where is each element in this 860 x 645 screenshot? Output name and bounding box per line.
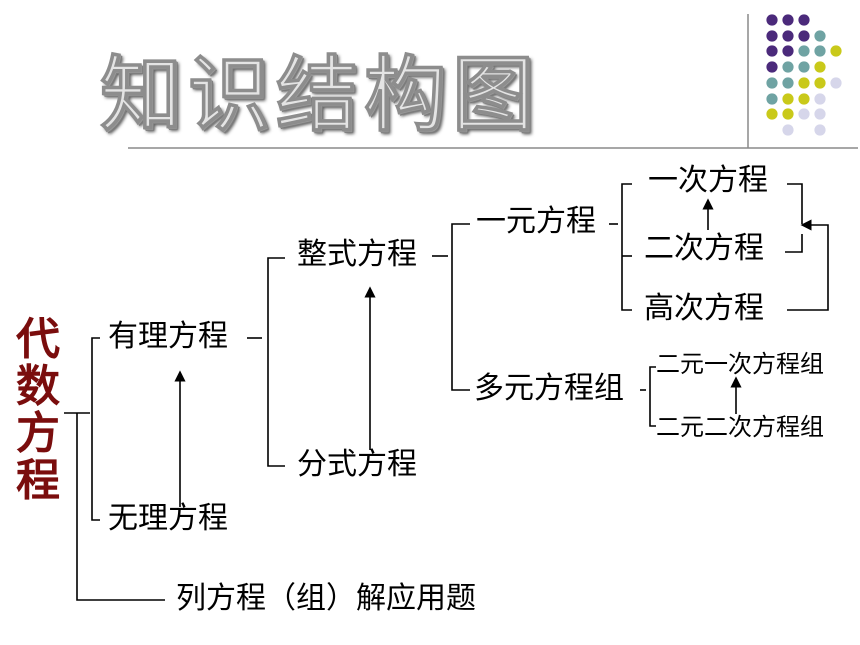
node-higher-degree-equation: 高次方程	[644, 291, 764, 326]
root-char: 程	[16, 455, 60, 507]
onevar-multivar-bracket	[451, 223, 470, 391]
root-label-algebraic-equations: 代 数 方 程	[12, 316, 64, 504]
node-two-variable-linear-system: 二元一次方程组	[656, 350, 824, 378]
twovar-bracket	[649, 366, 656, 427]
integral-fractional-bracket	[267, 257, 285, 467]
node-one-variable-equation: 一元方程	[476, 204, 596, 239]
node-irrational-equation: 无理方程	[108, 501, 228, 536]
linear-right-tick	[787, 183, 803, 224]
node-integral-equation: 整式方程	[297, 237, 417, 272]
node-word-problems: 列方程（组）解应用题	[176, 581, 476, 616]
node-quadratic-equation: 二次方程	[644, 231, 764, 266]
root-char: 代	[16, 314, 60, 365]
quadratic-right-tick	[785, 234, 803, 253]
node-two-variable-quadratic-system: 二元二次方程组	[656, 413, 824, 441]
node-rational-equation: 有理方程	[108, 319, 228, 354]
node-multivariable-system: 多元方程组	[474, 371, 624, 406]
linear-higher-bracket	[621, 183, 632, 311]
node-linear-equation: 一次方程	[648, 163, 768, 198]
higher-loop	[787, 219, 829, 311]
rational-irrational-bracket	[91, 337, 100, 521]
node-fractional-equation: 分式方程	[297, 447, 417, 482]
root-char: 方	[16, 408, 60, 460]
page-title: 知识结构图	[99, 48, 541, 144]
dot-grid-decoration	[766, 14, 842, 136]
root-spine	[76, 413, 165, 601]
root-char: 数	[16, 361, 60, 413]
